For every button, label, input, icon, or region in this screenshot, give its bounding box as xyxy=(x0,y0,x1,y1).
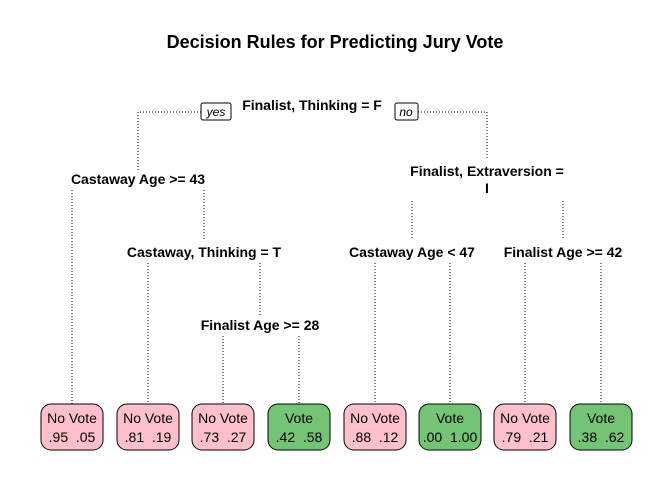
leaf-box xyxy=(116,403,180,451)
leaf-box xyxy=(493,403,557,451)
leaf-box xyxy=(40,403,104,451)
leaf-probabilities: .81 .19 xyxy=(125,429,172,445)
leaf-class-label: Vote xyxy=(285,410,313,426)
no-tag-box xyxy=(394,102,419,121)
split-castaway-age-47: Castaway Age < 47 xyxy=(349,244,475,260)
split-castaway-thinking: Castaway, Thinking = T xyxy=(127,244,282,260)
leaf-box xyxy=(267,403,331,451)
leaf-box xyxy=(343,403,407,451)
leaf-class-label: No Vote xyxy=(198,410,248,426)
leaf-probabilities: .79 .21 xyxy=(502,429,549,445)
leaf-probabilities: .38 .62 xyxy=(578,429,625,445)
no-tag: no xyxy=(394,102,419,121)
leaf-box xyxy=(191,403,255,451)
leaf-probabilities: .73 .27 xyxy=(200,429,247,445)
leaf-class-label: Vote xyxy=(587,410,615,426)
leaf-node: No Vote .73 .27 xyxy=(191,403,255,451)
split-root: Finalist, Thinking = F xyxy=(242,97,382,113)
split-finalist-extraversion-value: I xyxy=(485,180,489,196)
leaf-class-label: No Vote xyxy=(123,410,173,426)
leaf-node: Vote .38 .62 xyxy=(569,403,633,451)
leaf-class-label: Vote xyxy=(436,410,464,426)
leaf-class-label: No Vote xyxy=(47,410,97,426)
split-nodes: Finalist, Thinking = F Castaway Age >= 4… xyxy=(71,97,623,333)
yes-tag-label: yes xyxy=(206,105,226,119)
split-finalist-age-28: Finalist Age >= 28 xyxy=(201,317,320,333)
tree-edges xyxy=(71,111,602,404)
diagram-title: Decision Rules for Predicting Jury Vote xyxy=(167,32,504,52)
edge-root-right xyxy=(418,111,488,160)
no-tag-label: no xyxy=(399,105,413,119)
leaf-box xyxy=(569,403,633,451)
split-castaway-age-43: Castaway Age >= 43 xyxy=(71,171,205,187)
leaf-node: No Vote .88 .12 xyxy=(343,403,407,451)
edge-root-left xyxy=(137,111,231,170)
yes-tag-box xyxy=(200,102,232,121)
split-finalist-extraversion: Finalist, Extraversion = xyxy=(410,163,564,179)
leaf-box xyxy=(418,403,482,451)
leaf-probabilities: .95 .05 xyxy=(49,429,96,445)
leaf-node: No Vote .81 .19 xyxy=(116,403,180,451)
leaf-node: Vote .00 1.00 xyxy=(418,403,482,451)
leaf-node: Vote .42 .58 xyxy=(267,403,331,451)
split-finalist-age-42: Finalist Age >= 42 xyxy=(504,244,623,260)
leaf-class-label: No Vote xyxy=(350,410,400,426)
leaf-node: No Vote .79 .21 xyxy=(493,403,557,451)
leaf-nodes: No Vote .95 .05 No Vote .81 .19 No Vote .73 .… xyxy=(40,403,633,451)
leaf-node: No Vote .95 .05 xyxy=(40,403,104,451)
yes-tag: yes xyxy=(200,102,232,121)
leaf-class-label: No Vote xyxy=(500,410,550,426)
leaf-probabilities: .88 .12 xyxy=(352,429,399,445)
leaf-probabilities: .42 .58 xyxy=(276,429,323,445)
leaf-probabilities: .00 1.00 xyxy=(423,429,478,445)
